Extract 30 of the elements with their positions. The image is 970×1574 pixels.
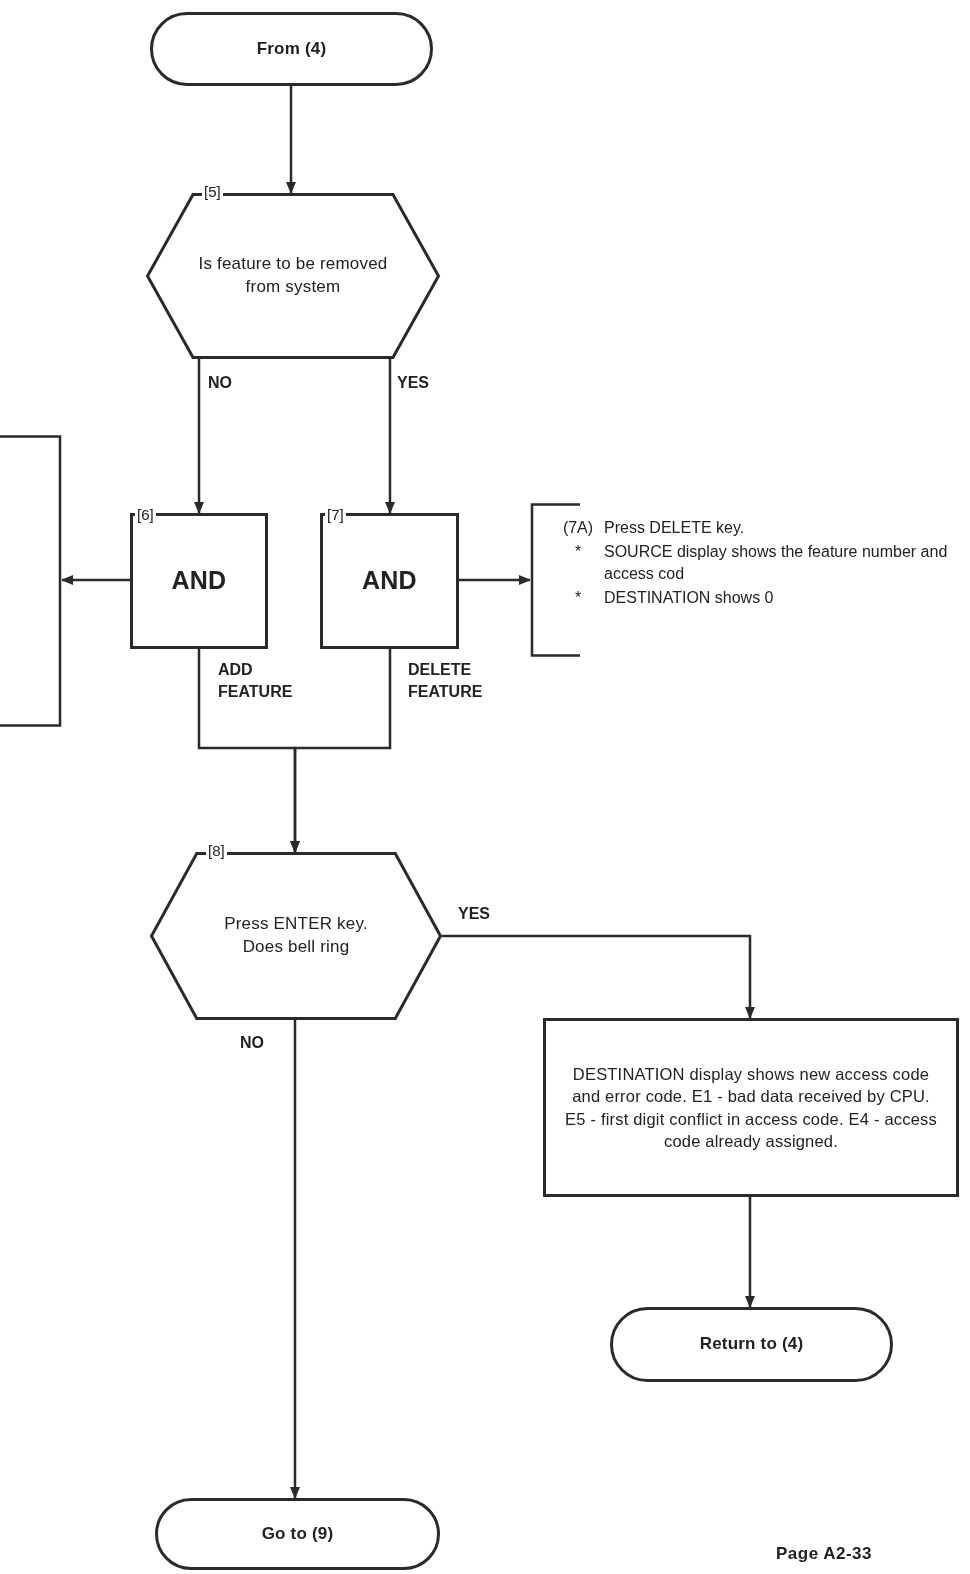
node-label: From (4) bbox=[255, 37, 328, 60]
step-number: [7] bbox=[325, 506, 346, 524]
note-text: Press DELETE key. bbox=[604, 518, 746, 538]
step-number: [5] bbox=[202, 183, 223, 201]
node-label: DESTINATION display shows new access code and error code. E1 - bad data received by CPU. E5 - first digit conflict in access code. E4 - access code already assigned. bbox=[564, 1063, 938, 1152]
note-text: DESTINATION shows 0 bbox=[604, 588, 775, 608]
arrow bbox=[194, 359, 204, 514]
arrow bbox=[61, 575, 130, 585]
arrow bbox=[286, 86, 296, 194]
step-number: [6] bbox=[135, 506, 156, 524]
node-label: AND bbox=[170, 565, 228, 597]
node-label: Go to (9) bbox=[260, 1522, 335, 1545]
note-marker: (7A) bbox=[561, 518, 595, 538]
arrow bbox=[290, 649, 392, 853]
note-marker: * bbox=[573, 588, 583, 608]
page-number: Page A2-33 bbox=[776, 1544, 873, 1564]
arrow bbox=[385, 359, 395, 514]
node-label: Return to (4) bbox=[698, 1333, 805, 1356]
arrow bbox=[290, 1020, 300, 1499]
step-number: [8] bbox=[206, 842, 227, 860]
node-label: Press ENTER key. Does bell ring bbox=[223, 913, 369, 958]
note-text: SOURCE display shows the feature number and access cod bbox=[604, 542, 949, 584]
node-label: AND bbox=[361, 565, 418, 597]
arrow bbox=[459, 575, 531, 585]
note-marker: * bbox=[573, 542, 583, 562]
process-box bbox=[543, 1018, 959, 1197]
arrow bbox=[745, 1197, 755, 1308]
arrow bbox=[442, 934, 755, 1019]
annotation-bracket bbox=[0, 435, 62, 727]
node-label: Is feature to be removed from system bbox=[197, 253, 389, 298]
